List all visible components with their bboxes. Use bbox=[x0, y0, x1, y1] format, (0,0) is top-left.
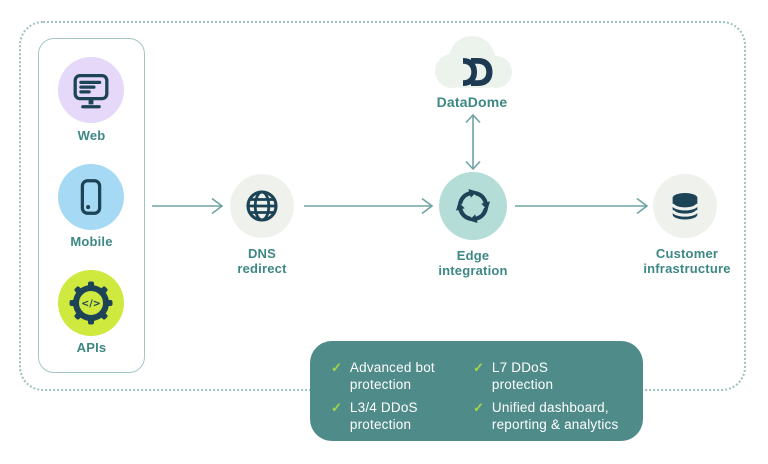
datadome-cloud bbox=[424, 33, 520, 93]
feature-item-unified-dashboard: ✓ Unified dashboard, reporting & analyti… bbox=[473, 400, 633, 433]
sync-icon bbox=[451, 184, 495, 228]
dns-label: DNS redirect bbox=[237, 246, 287, 276]
arrow-right-icon-2 bbox=[296, 196, 436, 216]
arrow-right-icon-3 bbox=[509, 196, 649, 216]
code-glyph: </> bbox=[81, 299, 100, 310]
feature-text: L7 DDoS protection bbox=[491, 360, 554, 392]
source-web-label: Web bbox=[77, 128, 106, 143]
globe-icon bbox=[242, 186, 282, 226]
feature-item-l34-ddos: ✓ L3/4 DDoS protection bbox=[331, 400, 453, 433]
feature-item-advanced-bot: ✓ Advanced bot protection bbox=[331, 360, 453, 393]
features-panel: ✓ Advanced bot protection ✓ L7 DDoS prot… bbox=[310, 341, 643, 441]
datadome-label: DataDome bbox=[436, 94, 508, 110]
monitor-icon bbox=[68, 67, 114, 113]
dns-node-circle bbox=[230, 174, 294, 238]
double-arrow-vertical-icon bbox=[463, 112, 483, 172]
arrow-right-icon-1 bbox=[151, 196, 229, 216]
check-icon: ✓ bbox=[473, 360, 484, 375]
check-icon: ✓ bbox=[473, 400, 484, 415]
database-icon bbox=[666, 187, 704, 225]
source-apis-circle: </> bbox=[58, 270, 124, 336]
source-web-circle bbox=[58, 57, 124, 123]
customer-node-circle bbox=[653, 174, 717, 238]
source-mobile-label: Mobile bbox=[70, 234, 113, 249]
check-icon: ✓ bbox=[331, 400, 342, 415]
gear-code-icon: </> bbox=[67, 279, 115, 327]
edge-node-circle bbox=[439, 172, 507, 240]
source-apis-label: APIs bbox=[76, 340, 107, 355]
feature-item-l7-ddos: ✓ L7 DDoS protection bbox=[473, 360, 633, 393]
feature-text: L3/4 DDoS protection bbox=[349, 400, 418, 432]
source-mobile-circle bbox=[58, 164, 124, 230]
datadome-logo bbox=[463, 58, 493, 86]
customer-label: Customer infrastructure bbox=[643, 246, 731, 276]
smartphone-icon bbox=[68, 174, 114, 220]
feature-text: Advanced bot protection bbox=[349, 360, 435, 392]
check-icon: ✓ bbox=[331, 360, 342, 375]
edge-label: Edge integration bbox=[438, 248, 508, 278]
feature-text: Unified dashboard, reporting & analytics bbox=[491, 400, 619, 432]
